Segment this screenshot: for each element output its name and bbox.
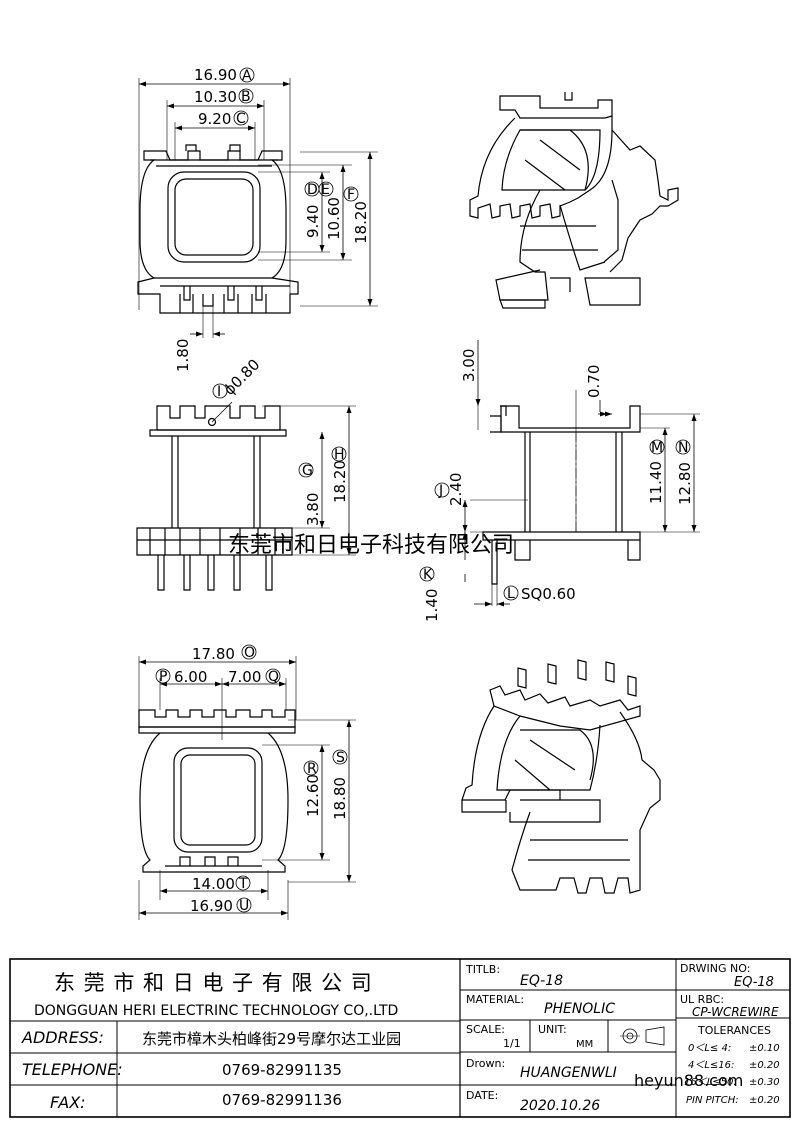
company-name-en: DONGGUAN HERI ELECTRINC TECHNOLOGY CO,.L…	[34, 1003, 398, 1019]
scale-label: SCALE:	[466, 1023, 505, 1036]
material-label: MATERIAL:	[466, 993, 524, 1006]
marker-t: T	[238, 876, 248, 892]
dim-j-value: 2.40	[447, 473, 465, 506]
marker-u: U	[239, 898, 249, 914]
dim-a-value: 16.90	[194, 66, 237, 84]
tolerance-range-3: 16＜L≤50:	[684, 1077, 737, 1088]
dim-r-value: 12.60	[304, 774, 322, 817]
dim-top-value: 3.00	[460, 349, 478, 382]
dim-g-value: 1.80	[174, 339, 192, 372]
marker-b: B	[241, 89, 251, 105]
marker-m: M	[651, 440, 663, 456]
dim-m-value: 11.40	[647, 461, 665, 504]
dim-f-value: 18.20	[352, 201, 370, 244]
tolerance-value-2: ±0.20	[749, 1060, 780, 1071]
tolerance-value-1: ±0.10	[749, 1043, 780, 1054]
marker-p: P	[159, 669, 167, 685]
side-view-labels: 3.00 0.70 11.40 M 12.80 N 2.40 J 1.40 K …	[419, 349, 694, 622]
dim-b-value: 10.30	[194, 88, 237, 106]
marker-s: S	[336, 750, 345, 766]
top-view	[137, 78, 378, 338]
marker-o: O	[244, 645, 255, 661]
marker-g: G	[302, 463, 313, 479]
marker-l: L	[507, 586, 515, 602]
bottom-view-labels: 17.80 O P 6.00 7.00 Q 12.60 R 18.80 S 14…	[155, 644, 349, 915]
dim-d-value: 9.40	[304, 205, 322, 238]
marker-i: I	[217, 384, 221, 400]
drawing-no-label: DRWING NO:	[680, 962, 750, 975]
tolerance-range-4: PIN PITCH:	[686, 1095, 739, 1106]
dim-s-value: 18.80	[331, 777, 349, 820]
marker-h: H	[334, 447, 345, 463]
dim-o-value: 17.80	[192, 645, 235, 663]
drawing-no-value: EQ-18	[734, 975, 774, 990]
marker-q: Q	[268, 669, 279, 685]
marker-n: N	[678, 440, 688, 456]
dim-l-value: SQ0.60	[521, 585, 576, 603]
company-name-cn: 东 莞 市 和 日 电 子 有 限 公 司	[54, 971, 373, 995]
iso-view-top	[469, 92, 679, 309]
dim-h-value: 18.20	[331, 460, 349, 503]
bottom-view	[138, 656, 356, 920]
dim-wall-value: 0.70	[585, 365, 603, 398]
top-view-labels: 16.90 A 10.30 B 9.20 C 9.40 D 10.60 E 18…	[174, 66, 370, 372]
date-label: DATE:	[466, 1089, 498, 1102]
front-view-labels: I ϕ0.80 3.80 G 18.20 H	[212, 355, 349, 526]
ul-label: UL RBC:	[680, 993, 724, 1006]
front-view	[136, 401, 356, 591]
scale-value: 1/1	[503, 1037, 521, 1050]
title-block-frame	[9, 958, 791, 1118]
dim-k-value: 1.40	[423, 589, 441, 622]
fax-value: 0769-82991136	[222, 1091, 342, 1109]
ul-value: CP-WCREWIRE	[692, 1005, 779, 1019]
fax-label: FAX:	[50, 1093, 86, 1112]
tolerance-range-1: 0＜L≤ 4:	[688, 1043, 731, 1054]
dim-p-value: 6.00	[174, 668, 207, 686]
marker-f: F	[347, 187, 355, 203]
address-value: 东莞市樟木头柏峰街29号摩尔达工业园	[142, 1030, 401, 1048]
telephone-label: TELEPHONE:	[22, 1060, 123, 1079]
dim-c-value: 9.20	[198, 110, 231, 128]
dim-u-value: 16.90	[190, 897, 233, 915]
tolerance-range-2: 4＜L≤16:	[688, 1060, 734, 1071]
dim-g2-value: 3.80	[304, 493, 322, 526]
marker-a: A	[242, 68, 252, 84]
title-label: TITLB:	[465, 963, 500, 976]
dim-e-value: 10.60	[325, 197, 343, 240]
address-label: ADDRESS:	[21, 1028, 104, 1047]
unit-value: MM	[576, 1039, 593, 1050]
tolerance-value-4: ±0.20	[749, 1095, 780, 1106]
dim-dia-value: ϕ0.80	[220, 355, 263, 398]
dim-n-value: 12.80	[676, 462, 694, 505]
telephone-value: 0769-82991135	[222, 1061, 342, 1079]
tolerances-title: TOLERANCES	[697, 1024, 771, 1037]
watermark: 东莞市和日电子科技有限公司	[228, 533, 514, 558]
date-value: 2020.10.26	[520, 1098, 600, 1114]
marker-c: C	[236, 111, 246, 127]
unit-label: UNIT:	[538, 1023, 567, 1036]
marker-k: K	[423, 567, 433, 583]
tolerance-value-3: ±0.30	[749, 1077, 780, 1088]
material-value: PHENOLIC	[544, 1001, 615, 1017]
drawn-label: Drown:	[466, 1057, 505, 1070]
iso-view-bottom	[461, 659, 661, 894]
marker-j: J	[438, 483, 443, 499]
drawn-value: HUANGENWLI	[520, 1065, 617, 1081]
side-view	[462, 340, 700, 607]
title-block-text: 东 莞 市 和 日 电 子 有 限 公 司 DONGGUAN HERI ELEC…	[21, 962, 780, 1114]
marker-r: R	[307, 761, 317, 777]
dim-q-value: 7.00	[228, 668, 261, 686]
marker-d: D	[307, 182, 318, 198]
dim-t-value: 14.00	[192, 875, 235, 893]
marker-e: E	[321, 182, 330, 198]
title-value: EQ-18	[520, 973, 563, 989]
